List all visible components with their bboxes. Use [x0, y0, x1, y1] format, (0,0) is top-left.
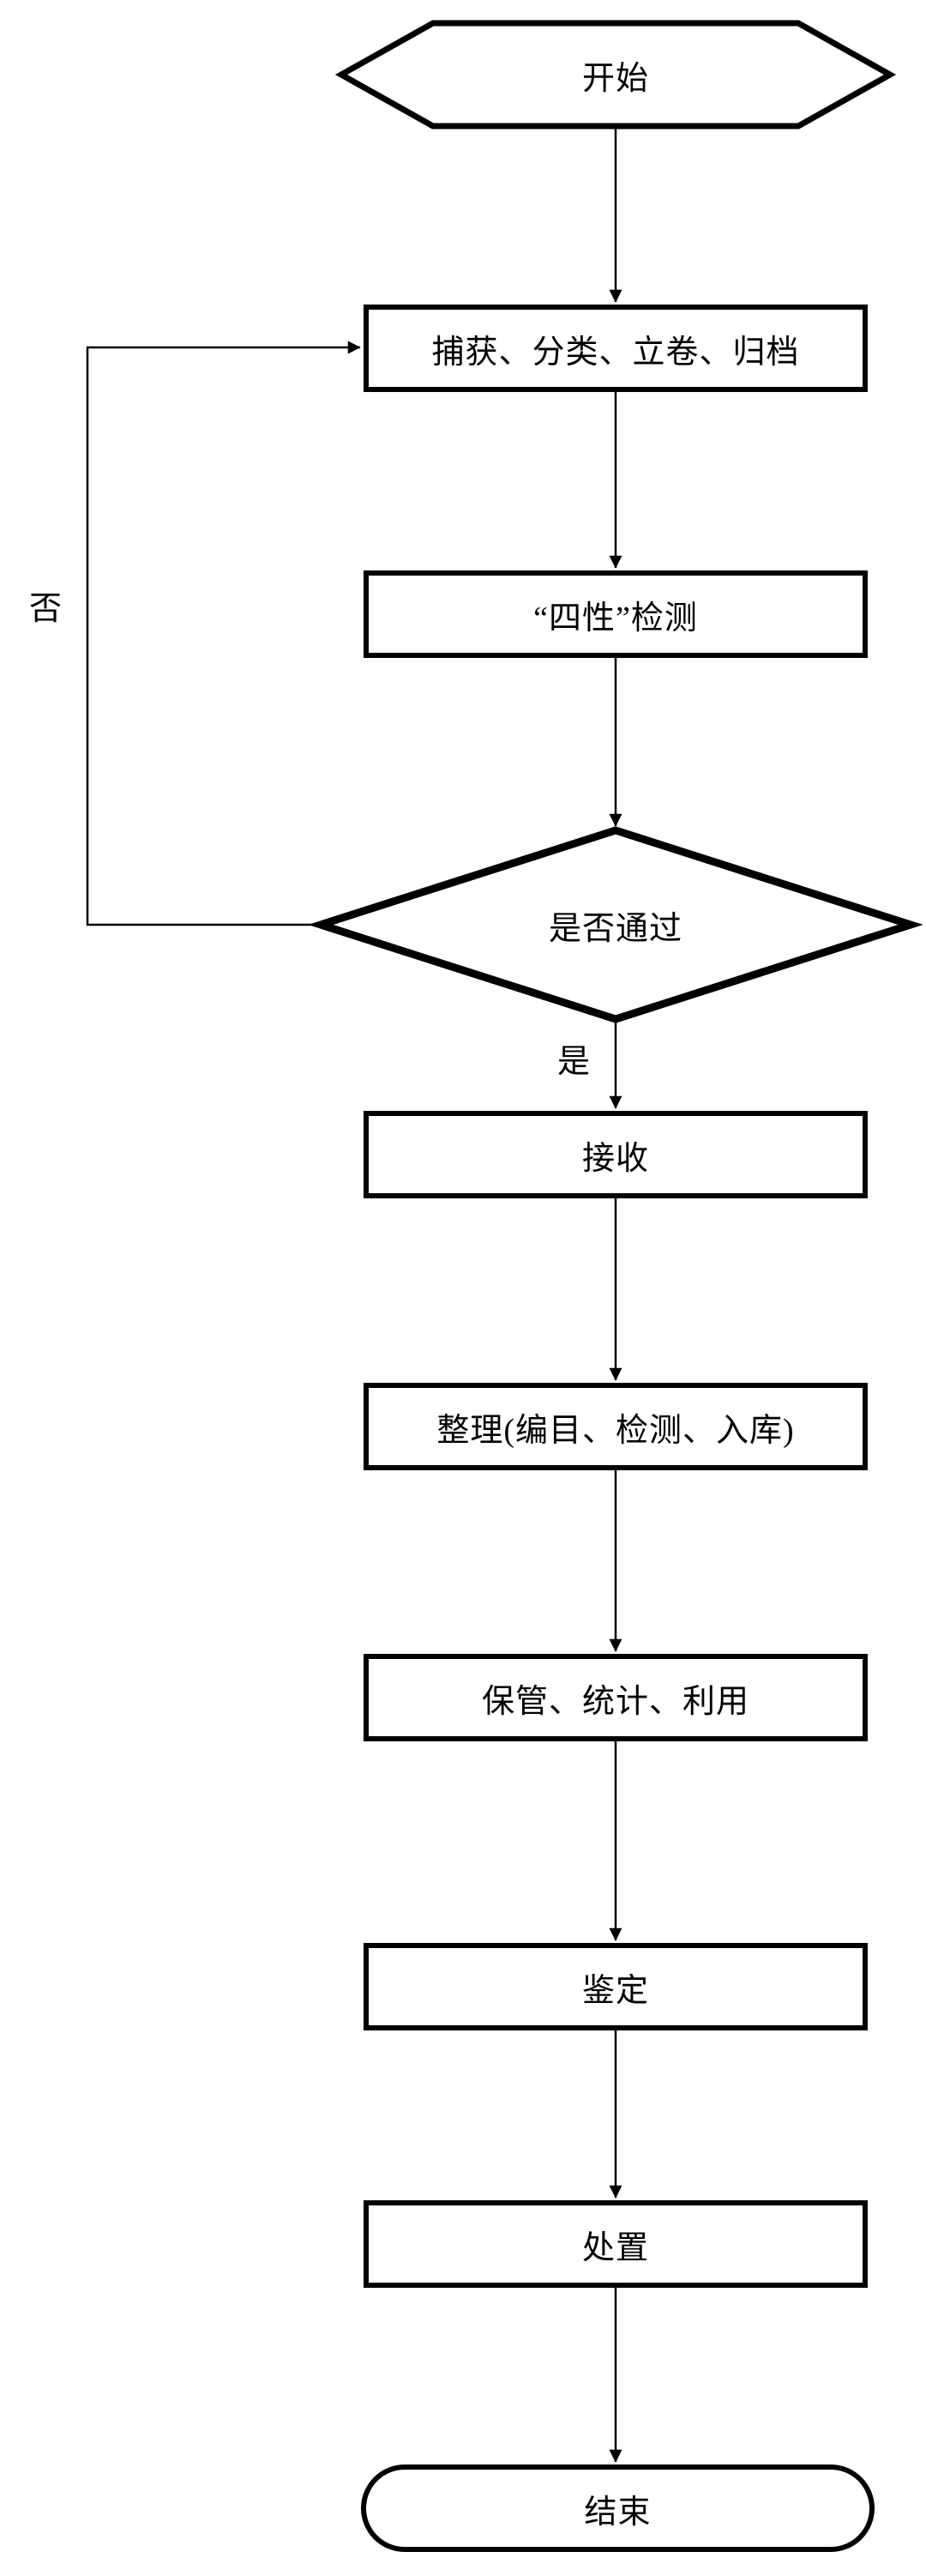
edge-label-yes: 是: [556, 1043, 590, 1080]
process-box-organize: 整理(编目、检测、入库): [364, 1383, 868, 1470]
process-box-appraisal: 鉴定: [364, 1943, 868, 2030]
process-box-four-test: “四性”检测: [364, 570, 868, 658]
edge-label-no: 否: [28, 590, 62, 627]
start-hexagon-shape: [334, 20, 897, 130]
decision-diamond-shape: [308, 826, 923, 1023]
connector-decision-to-capture-no-loop: [86, 341, 361, 926]
process-box-receive: 接收: [364, 1111, 868, 1198]
process-box-disposal: 处置: [364, 2200, 868, 2288]
end-terminator: 结束: [361, 2464, 875, 2552]
process-box-capture: 捕获、分类、立卷、归档: [364, 305, 868, 392]
process-box-storage: 保管、统计、利用: [364, 1654, 868, 1741]
